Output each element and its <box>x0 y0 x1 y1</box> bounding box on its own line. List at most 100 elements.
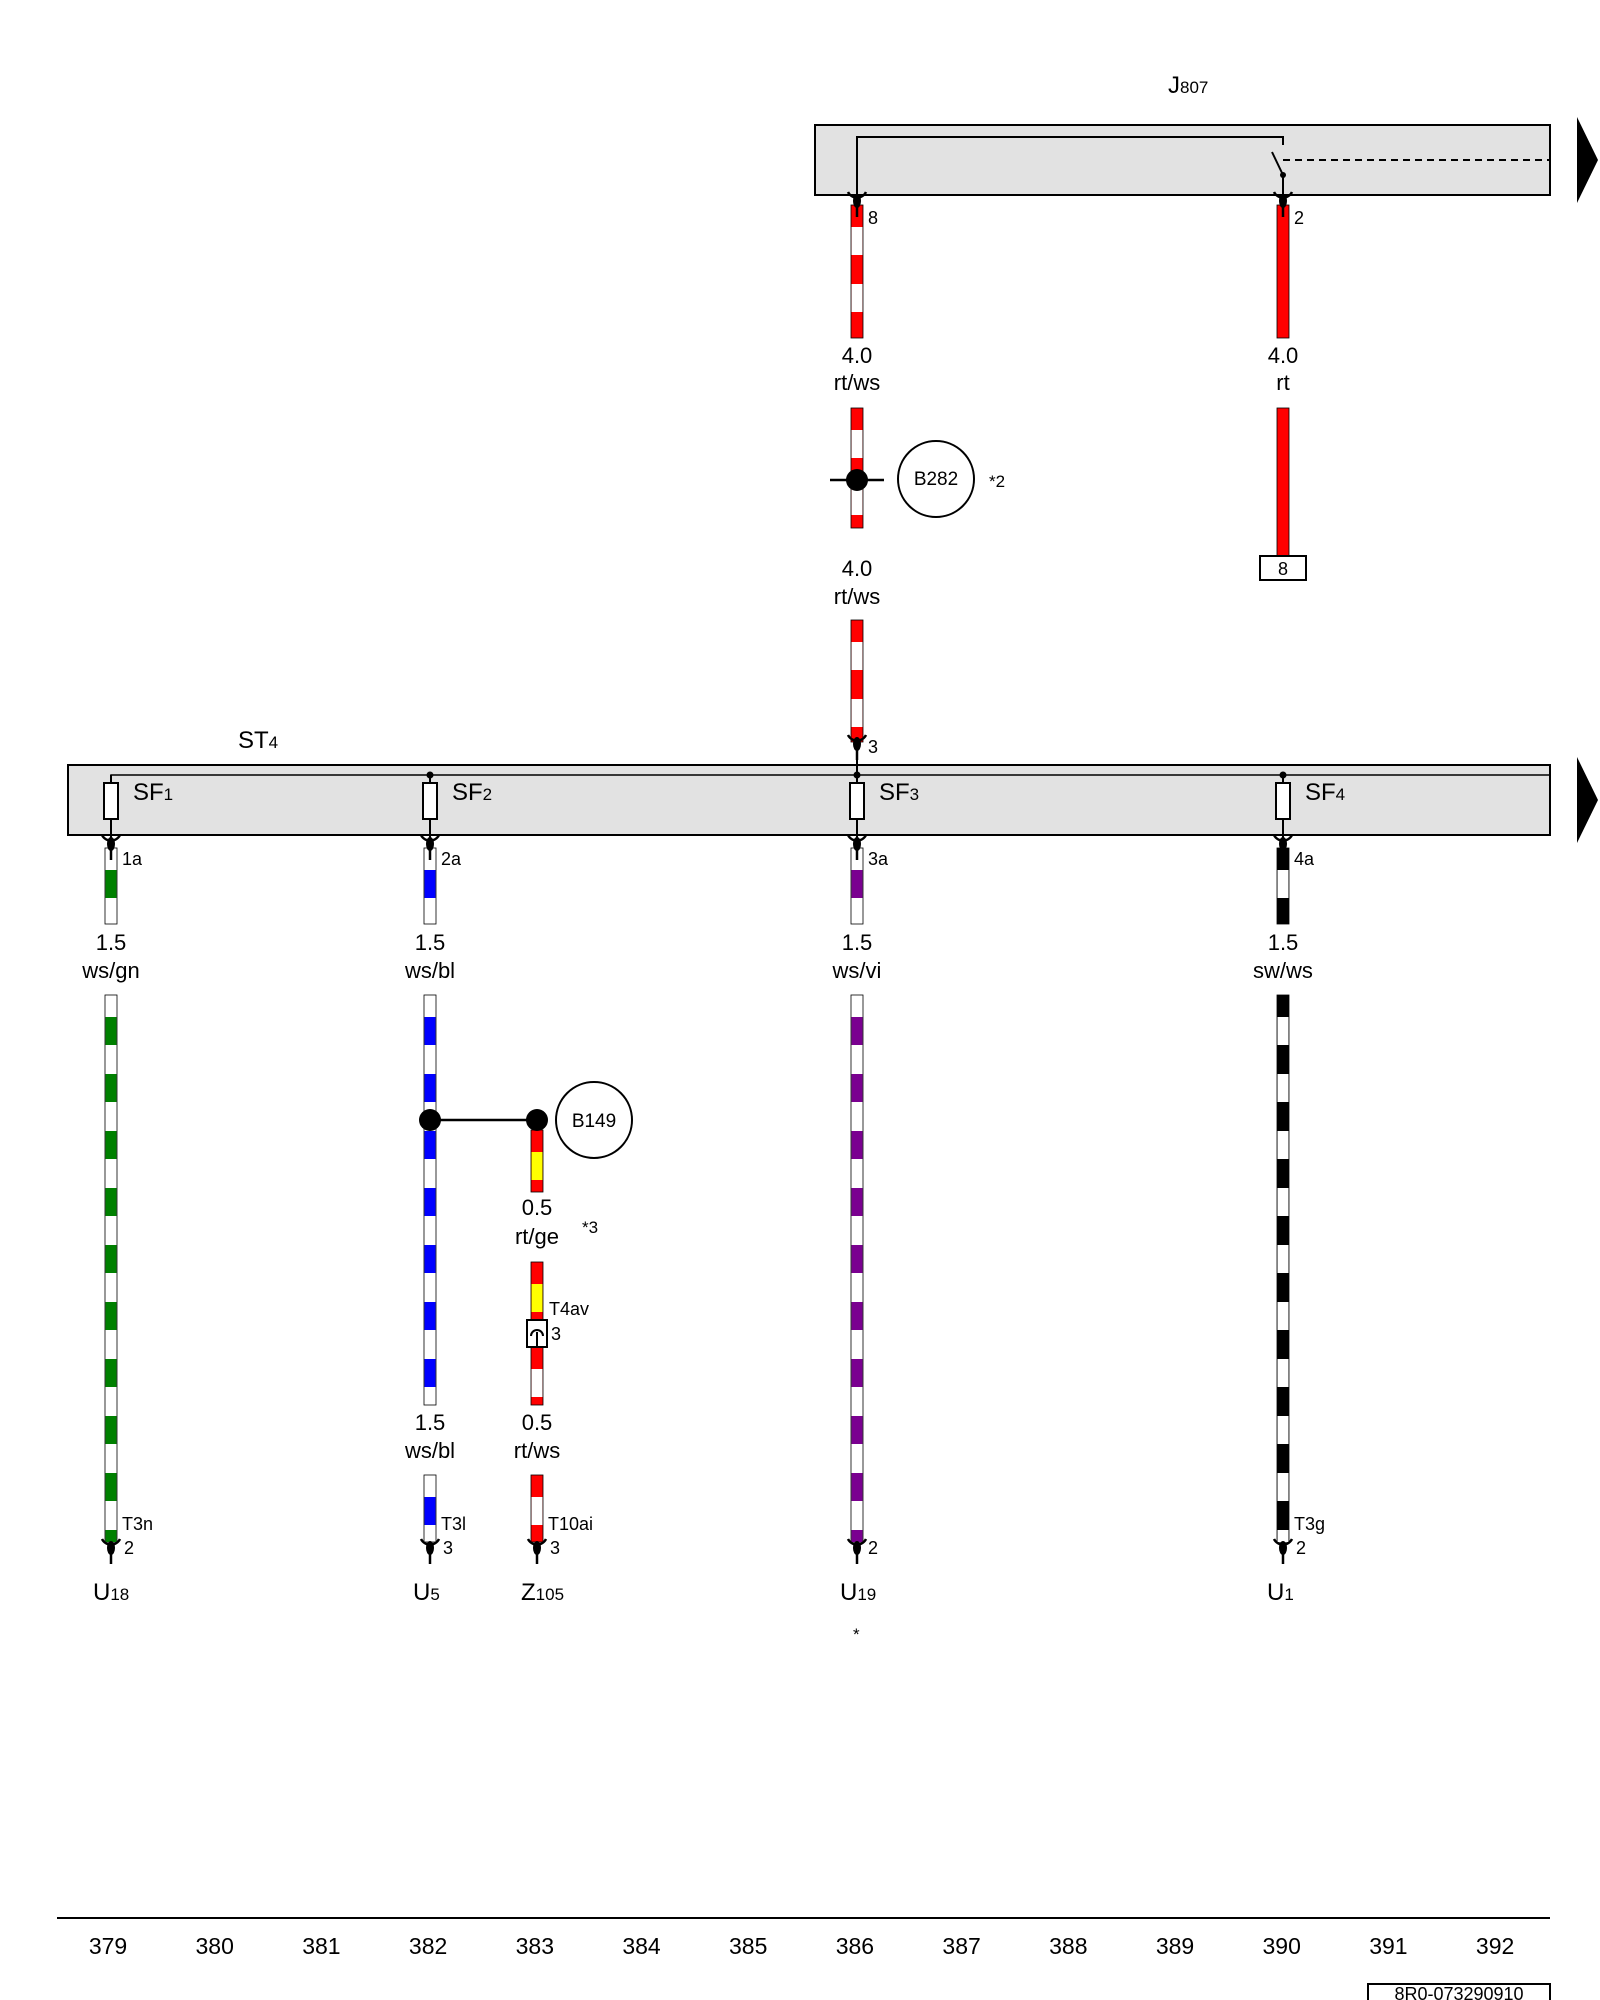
pin-plug <box>853 1541 861 1555</box>
wire-stripe <box>105 1530 117 1542</box>
wire-stripe <box>851 1473 863 1501</box>
wire-stripe <box>1277 1359 1289 1387</box>
component-label-j807: J807 <box>1168 72 1208 99</box>
wire-stripe <box>424 870 436 898</box>
pin-plug <box>533 1541 541 1555</box>
reference-code: 8R0-073290910 <box>1367 1983 1551 2000</box>
reference-code-frame <box>1367 1983 1551 2000</box>
fuse-tap-dot <box>1279 771 1287 779</box>
b149-circle <box>555 1081 633 1159</box>
wire-gauge: 1.5 <box>1268 930 1299 955</box>
pin-plug <box>426 1541 434 1555</box>
wire-stripe <box>851 870 863 898</box>
t4av-pin: 3 <box>551 1324 561 1344</box>
pin-label: 2 <box>868 1538 878 1558</box>
wire-stripe <box>424 1131 436 1159</box>
wire-color: rt/ws <box>834 370 880 395</box>
wires <box>104 204 1290 1543</box>
pin-plug <box>107 837 115 851</box>
b282-circle <box>897 440 975 518</box>
column-number: 391 <box>1369 1933 1407 1959</box>
fuse-label-sf2: SF2 <box>452 779 492 806</box>
wire-stripe <box>424 1245 436 1273</box>
wire-stripe <box>531 1369 543 1397</box>
column-number: 383 <box>516 1933 554 1959</box>
wire-stripe <box>851 284 863 312</box>
wire-color: rt <box>1276 370 1289 395</box>
pin-plug <box>1279 837 1287 851</box>
pin-connector-symbol <box>419 1538 441 1564</box>
fuse-label-sf1: SF1 <box>133 779 173 806</box>
ground-point-b282: B282 *2 <box>830 440 1005 518</box>
connector-t4av: T4av 3 <box>526 1299 589 1348</box>
wire-stripe <box>1277 1416 1289 1444</box>
t4av-symbol <box>530 1329 544 1346</box>
pin-connector-symbol <box>1272 1538 1294 1564</box>
pin-plug <box>853 737 861 751</box>
pin-connector-symbol <box>846 191 868 217</box>
wire-stripe <box>851 699 863 727</box>
wire-color: rt/ws <box>514 1438 560 1463</box>
j807-internal-line <box>856 136 1284 200</box>
wire-color: ws/vi <box>832 958 882 983</box>
wire-stripe <box>851 1131 863 1159</box>
wire-gauge: 1.5 <box>415 930 446 955</box>
wire-stripe <box>531 1284 543 1312</box>
wire-stripe <box>1277 1131 1289 1159</box>
st4-box <box>67 764 1551 836</box>
pin-label: 1a <box>122 849 143 869</box>
wire-stripe <box>1277 1074 1289 1102</box>
pin-connector-symbol <box>100 834 122 860</box>
pin-connector-symbol <box>419 834 441 860</box>
b149-junction-dot-right <box>526 1109 548 1131</box>
wire-gauge: 0.5 <box>522 1410 553 1435</box>
fuse-label-sf4: SF4 <box>1305 779 1345 806</box>
column-number: 382 <box>409 1933 447 1959</box>
pin-plug <box>853 837 861 851</box>
pin-plug <box>1279 194 1287 208</box>
ground-point-b149: B149 *3 <box>419 1081 633 1237</box>
wire-color: ws/bl <box>404 958 455 983</box>
wire-stripe <box>105 1245 117 1273</box>
component-label-u18: U18 <box>93 1579 129 1606</box>
b282-junction-dot <box>846 469 868 491</box>
terminal-8-label: 8 <box>1278 559 1288 579</box>
component-label-z105: Z105 <box>521 1579 564 1606</box>
column-number: 385 <box>729 1933 767 1959</box>
j807-continue-arrow <box>1577 117 1598 203</box>
wire-stripe <box>1277 1530 1289 1542</box>
connector-label: T3g <box>1294 1514 1325 1534</box>
fuse-tap-dot <box>853 771 861 779</box>
wire-stripe <box>851 642 863 670</box>
j807-control-unit <box>814 117 1598 203</box>
wire-segment <box>1276 407 1290 557</box>
wire-gauge: 1.5 <box>842 930 873 955</box>
wire-stripe <box>851 1188 863 1216</box>
b149-label: B149 <box>572 1111 616 1132</box>
wire-stripe <box>851 430 863 458</box>
wire-stripe <box>531 1497 543 1525</box>
component-label-u1: U1 <box>1267 1579 1294 1606</box>
pin-label: 2 <box>124 1538 134 1558</box>
wire-color: sw/ws <box>1253 958 1313 983</box>
wire-stripe <box>105 1359 117 1387</box>
j807-switch-dot <box>1280 172 1286 178</box>
wire-stripe <box>424 1497 436 1525</box>
pin-connector-symbol <box>526 1538 548 1564</box>
wire-stripe <box>424 1188 436 1216</box>
component-label-u5: U5 <box>413 1579 440 1606</box>
pin-label: 8 <box>868 208 878 228</box>
pin-connector-symbol <box>1272 834 1294 860</box>
wire-stripe <box>105 1131 117 1159</box>
wire-segment <box>850 204 864 339</box>
pin-symbols <box>100 191 1294 1564</box>
b282-label: B282 <box>914 469 958 490</box>
pin-label: 4a <box>1294 849 1315 869</box>
wire-gauge: 0.5 <box>522 1195 553 1220</box>
pin-labels: 8 2 3 1a 2a 3a 4a T3n 2 T3l 3 T10ai 3 2 … <box>122 208 1325 1558</box>
wire-stripe <box>424 1017 436 1045</box>
fuse-tap-dot <box>426 771 434 779</box>
wire-stripe <box>1277 870 1289 898</box>
